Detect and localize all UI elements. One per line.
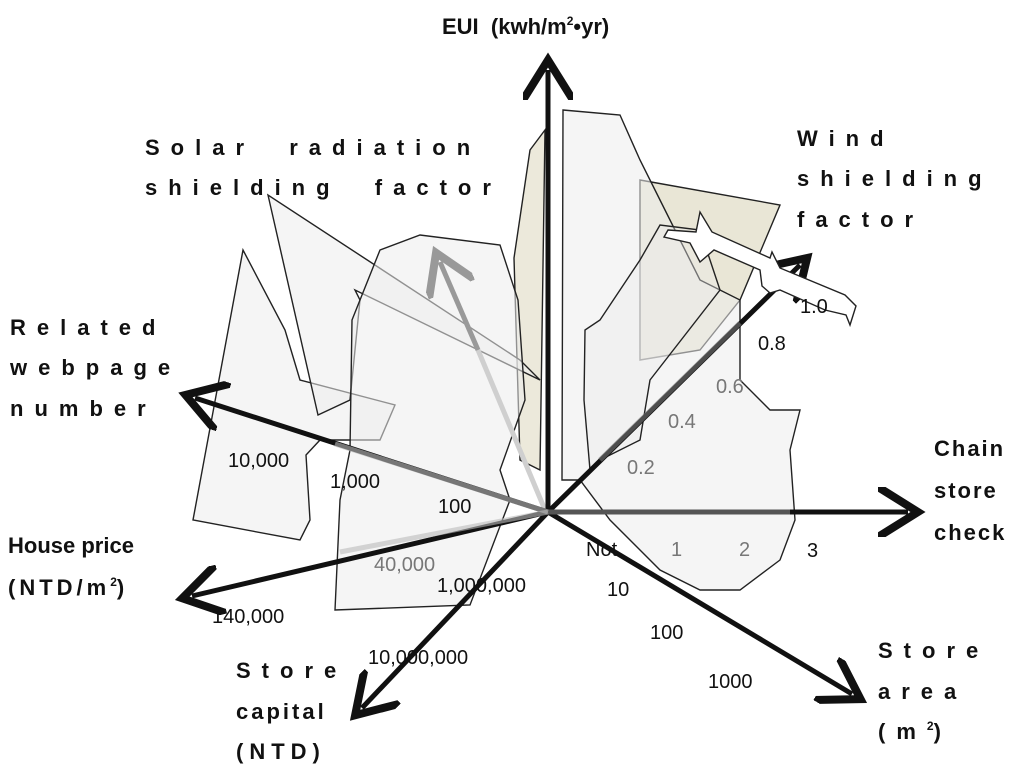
webpage-axis-label-line1: Related [10, 315, 167, 340]
wind-tick: 0.2 [627, 457, 655, 479]
wind-tick: 1.0 [800, 296, 828, 318]
capital-tick: 1,000,000 [437, 575, 526, 597]
wind-axis-label-line3: factor [797, 207, 925, 232]
chain-tick: 1 [671, 539, 683, 561]
capital-tick: 10,000,000 [368, 647, 469, 669]
capital-axis-label-line3: (NTD) [236, 739, 326, 764]
area-axis [546, 509, 852, 694]
chain-tick: 2 [739, 539, 751, 561]
data-shapes [192, 109, 801, 611]
webpage-tick: 10,000 [228, 450, 290, 472]
shape-right [583, 224, 721, 472]
house-tick: 40,000 [374, 554, 436, 576]
house-axis [192, 509, 549, 596]
chain-tick: Not [586, 539, 618, 561]
house-axis-label-line2: (NTD/m2) [8, 575, 129, 600]
house-axis-label-line1: House price [8, 533, 134, 558]
webpage-axis-label-line3: number [10, 396, 157, 421]
webpage-tick: 1,000 [330, 471, 381, 493]
eui-axis-label: EUI (kwh/m2•yr) [442, 14, 610, 39]
wind-ribbon-shape [662, 210, 857, 328]
chain-tick: 3 [807, 540, 819, 562]
solar-axis-extension [475, 349, 548, 511]
house-tick: 140,000 [212, 606, 285, 628]
axis-overlays [334, 321, 790, 555]
wind-tick: 0.8 [758, 333, 786, 355]
chain-axis-label-line2: store [934, 478, 998, 503]
capital-axis-label-line2: capital [236, 699, 327, 724]
area-axis-label-line1: Store [878, 638, 990, 663]
area-tick: 1000 [708, 671, 753, 693]
faded-axes [440, 262, 548, 511]
area-tick: 100 [650, 622, 684, 644]
area-axis-label-line2: area [878, 679, 968, 704]
wind-axis-label-line2: shielding [797, 166, 993, 191]
wind-axis-label-line1: Wind [797, 126, 895, 151]
webpage-tick: 100 [438, 496, 472, 518]
capital-axis-label-line1: Store [236, 658, 348, 683]
shape-eui [561, 109, 801, 591]
area-axis-label-line3: (m2) [878, 719, 952, 744]
webpage-axis-label-line2: webpage [10, 355, 182, 380]
wind-tick: 0.4 [668, 411, 696, 433]
capital-axis [362, 510, 550, 708]
solar-axis [440, 262, 481, 351]
chain-axis-label-line1: Chain [934, 436, 1006, 461]
wind-tick: 0.6 [716, 376, 744, 398]
area-tick: 10 [607, 579, 630, 601]
chain-axis-label-line3: check [934, 520, 1007, 545]
solar-axis-label-line2: shielding factor [145, 175, 502, 200]
solar-axis-label-line1: Solar radiation [145, 135, 482, 160]
